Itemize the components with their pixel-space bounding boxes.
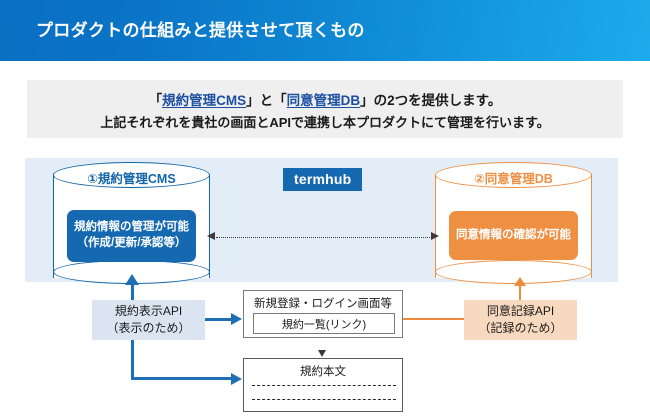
blue-arrowhead-bottom-icon [231, 373, 242, 385]
login-screen-box: 新規登録・ログイン画面等 規約一覧(リンク) [243, 290, 403, 338]
db-capability-chip: 同意情報の確認が可能 [449, 211, 578, 260]
termhub-brand-badge: termhub [283, 168, 363, 191]
header-banner: プロダクトの仕組みと提供させて頂くもの [0, 0, 650, 61]
gray-arrowhead-down-icon [318, 350, 326, 357]
blue-connector-bottom-stem [131, 377, 232, 380]
db-cylinder-bottom [435, 260, 592, 284]
subtitle-line-1: 「規約管理CMS」と「同意管理DB」の2つを提供します。 [27, 89, 623, 109]
subtitle-prefix: 「 [148, 93, 163, 108]
orange-connector-right-stem [403, 318, 465, 321]
consent-api-label-line-2: （記録のため） [478, 321, 563, 335]
terms-list-link-box[interactable]: 規約一覧(リンク) [253, 313, 395, 334]
login-screen-title: 新規登録・ログイン画面等 [254, 298, 392, 310]
blue-connector-down-stem [131, 338, 134, 380]
cms-capability-chip: 規約情報の管理が可能 （作成/更新/承認等） [67, 210, 196, 262]
cms-cylinder-title: ①規約管理CMS [87, 172, 176, 186]
consent-api-label-line-1: 同意記録API [486, 304, 555, 319]
link-db[interactable]: 同意管理DB [286, 93, 361, 108]
cms-chip-line-1: 規約情報の管理が可能 [74, 221, 189, 234]
db-cylinder-title: ②同意管理DB [474, 172, 553, 186]
subtitle-mid: 」と「 [246, 93, 287, 108]
consent-record-api-box: 同意記録API （記録のため） [464, 300, 577, 340]
subtitle-suffix: 」の2つを提供します。 [360, 93, 502, 108]
terms-display-api-box: 規約表示API （表示のため） [92, 300, 205, 340]
link-cms[interactable]: 規約管理CMS [162, 93, 247, 108]
dotted-arrowhead-right-icon [431, 232, 439, 240]
terms-api-label-line-1: 規約表示API [114, 304, 183, 319]
blue-connector-right-stem [205, 318, 232, 321]
cms-chip-line-2: （作成/更新/承認等） [76, 237, 187, 249]
terms-body-dash-line-2 [252, 399, 396, 400]
db-cylinder-top [435, 162, 592, 188]
cms-db-dotted-connector [216, 237, 432, 238]
subtitle-panel: 「規約管理CMS」と「同意管理DB」の2つを提供します。 上記それぞれを貴社の画… [27, 80, 623, 138]
blue-arrowhead-up-icon [125, 274, 139, 285]
db-chip-line-1: 同意情報の確認が可能 [456, 228, 571, 241]
blue-arrowhead-right-icon [231, 313, 242, 325]
blue-connector-up-stem [131, 283, 134, 305]
terms-body-title: 規約本文 [300, 366, 346, 378]
dotted-arrowhead-left-icon [207, 232, 215, 240]
cms-cylinder-top [53, 162, 210, 188]
terms-body-box: 規約本文 [243, 358, 403, 412]
subtitle-line-2: 上記それぞれを貴社の画面とAPIで連携し本プロダクトにて管理を行います。 [100, 115, 550, 130]
page-title: プロダクトの仕組みと提供させて頂くもの [36, 21, 365, 40]
terms-body-dash-line-1 [252, 385, 396, 386]
orange-arrowhead-up-icon [514, 277, 526, 286]
terms-api-label-line-2: （表示のため） [106, 321, 191, 335]
orange-connector-up-stem [519, 285, 522, 305]
